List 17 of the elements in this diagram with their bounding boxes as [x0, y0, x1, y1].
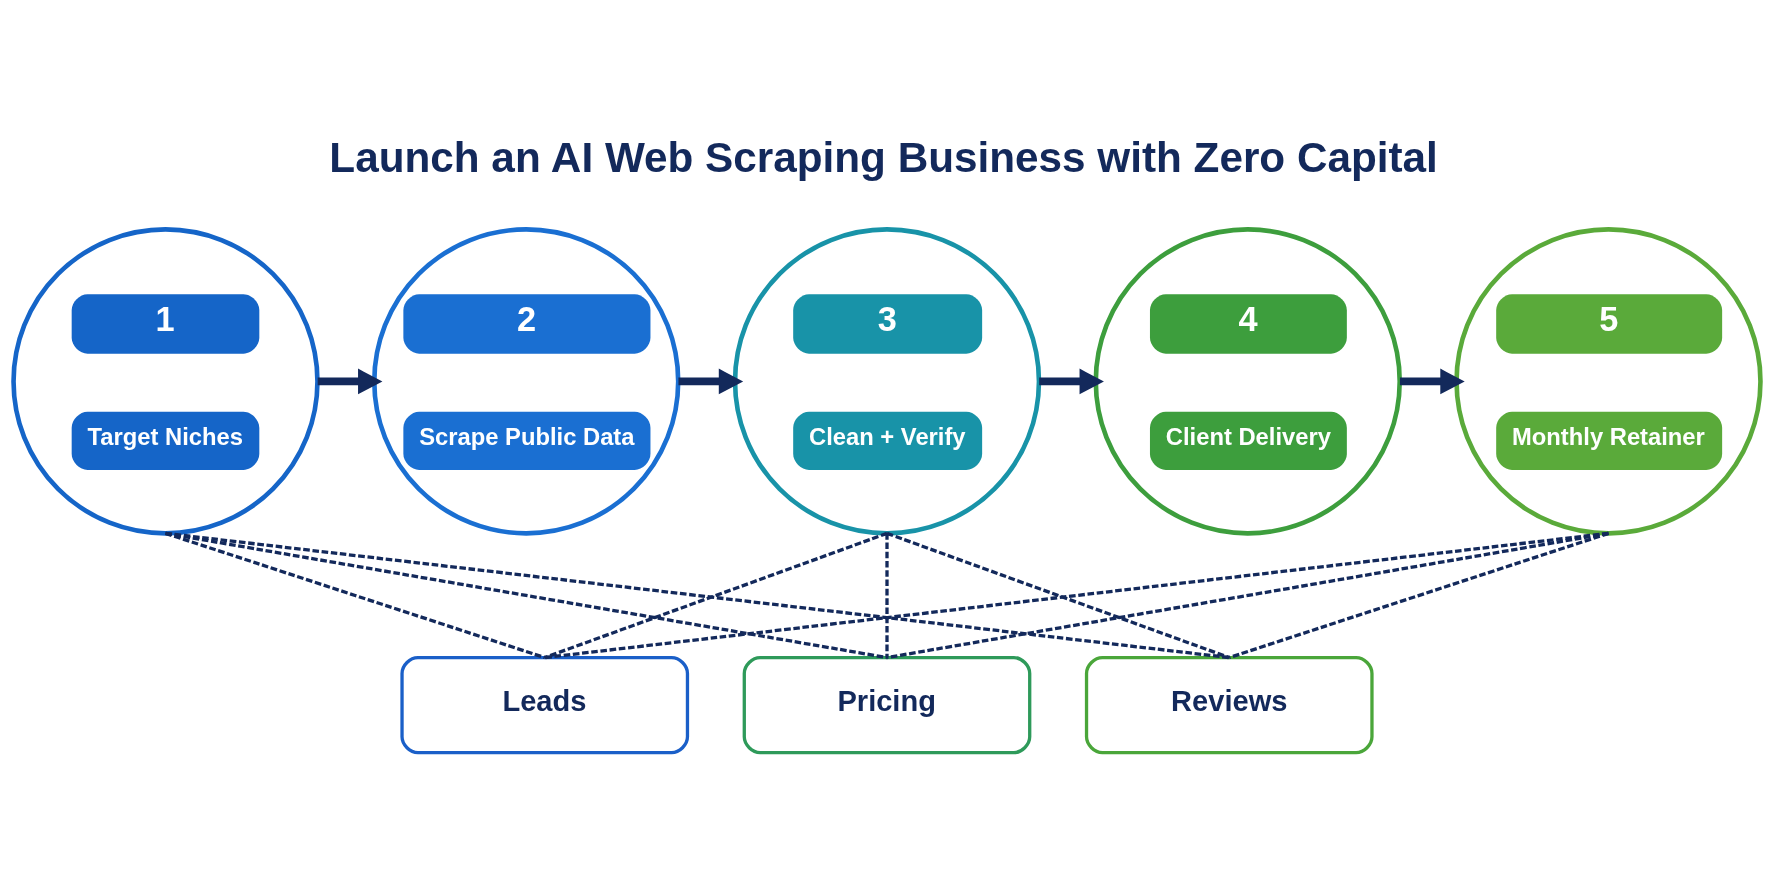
- connector: [165, 531, 888, 660]
- node-box: Leads: [400, 655, 690, 755]
- connector: [886, 531, 1609, 660]
- node-circle: 3 Clean + Verify: [732, 227, 1042, 536]
- connector: [1228, 531, 1609, 660]
- node-circle: 4 Client Delivery: [1093, 227, 1403, 536]
- node-circle: 5 Monthly Retainer: [1454, 227, 1763, 536]
- connector: [544, 531, 1609, 660]
- connector: [544, 531, 888, 660]
- node-circle: 2 Scrape Public Data: [371, 227, 681, 536]
- node-circle: 1 Target Niches: [11, 227, 320, 536]
- connector: [886, 531, 1230, 660]
- node-box: Reviews: [1084, 655, 1374, 755]
- connector: [885, 533, 889, 658]
- diagram-title: Launch an AI Web Scraping Business with Zero Capital: [329, 134, 1438, 182]
- node-box: Pricing: [742, 655, 1032, 755]
- connector: [165, 531, 1230, 660]
